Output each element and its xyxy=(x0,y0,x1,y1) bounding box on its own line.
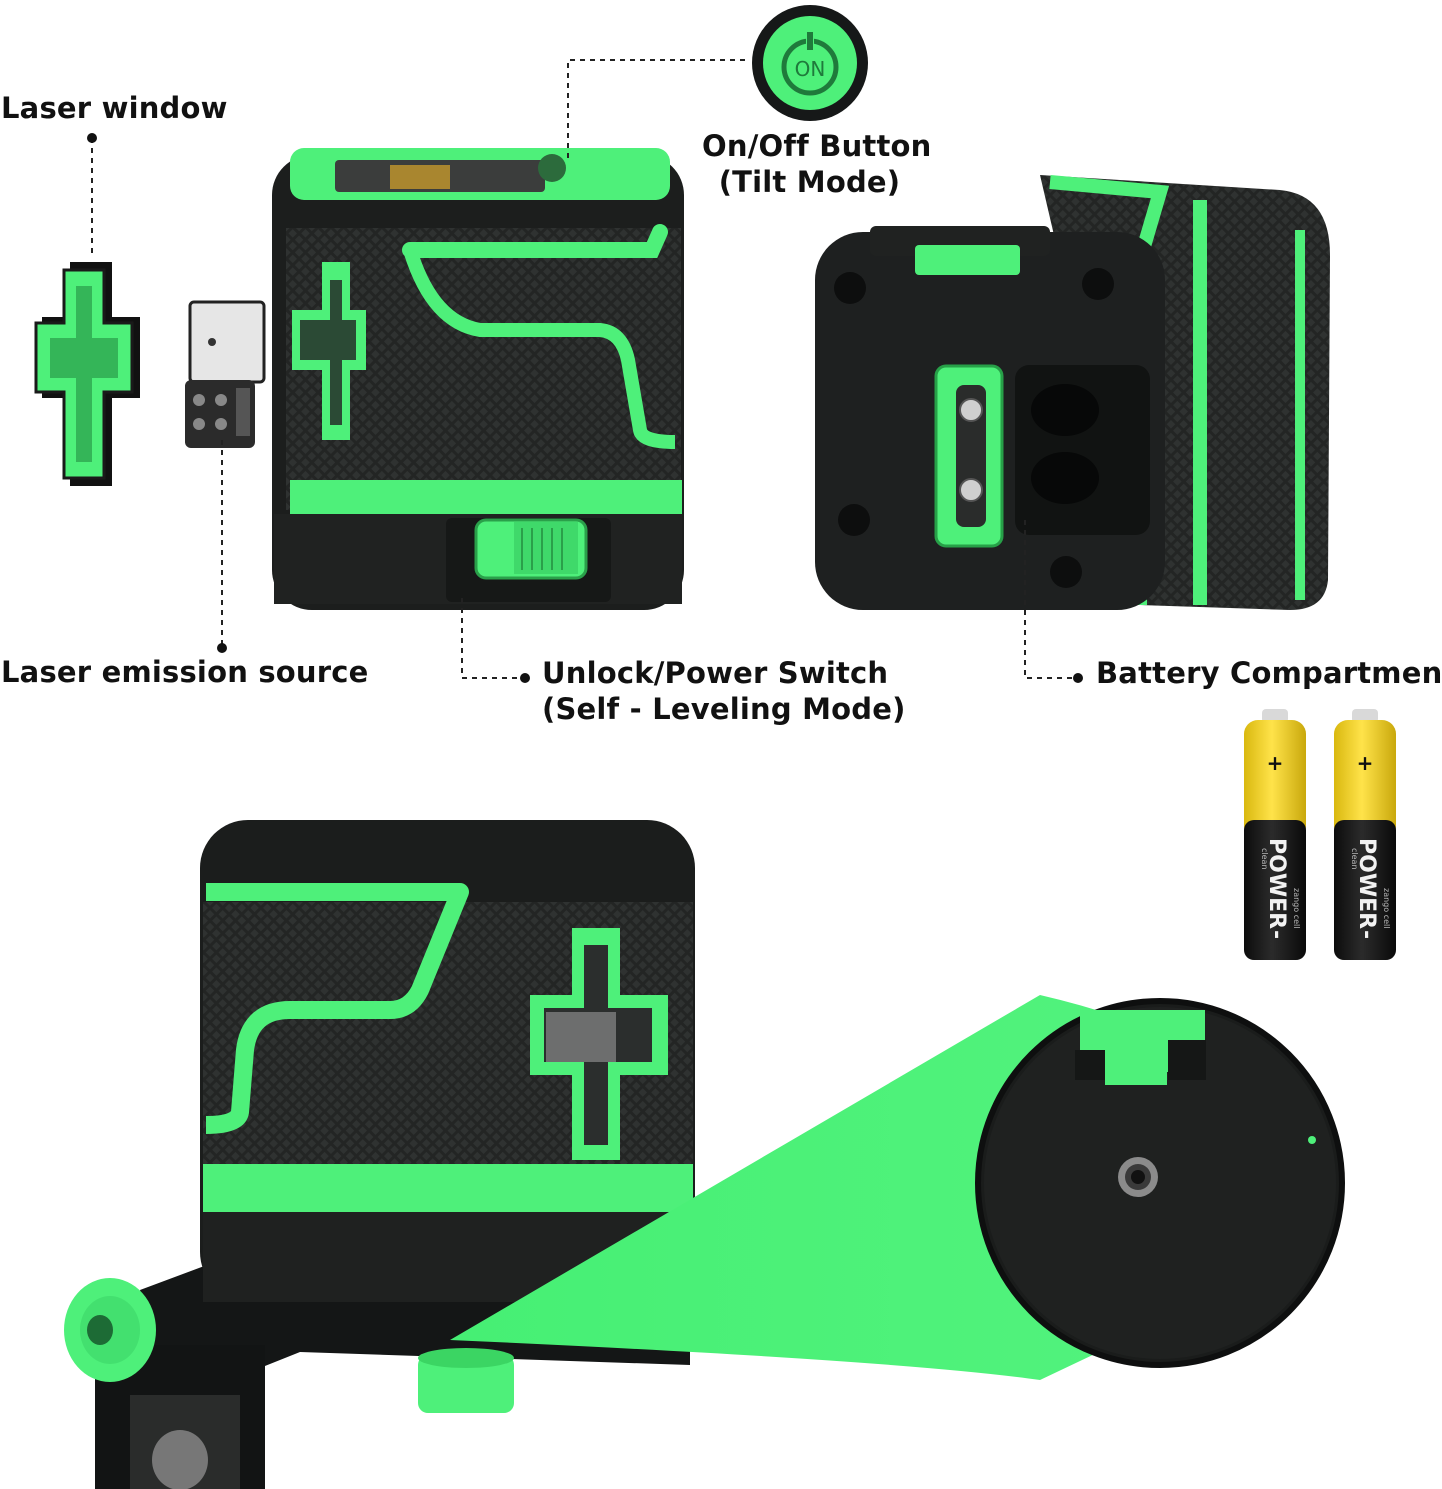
unlock-switch-label: Unlock/Power Switch (Self - Leveling Mod… xyxy=(542,655,906,727)
battery-left-brand: POWER xyxy=(1264,838,1289,929)
laser-emission-module xyxy=(185,300,266,448)
laser-level-battery-view xyxy=(815,175,1330,610)
laser-level-on-bracket xyxy=(64,820,695,1489)
zoom-detail xyxy=(450,995,1345,1380)
laser-level-front xyxy=(272,148,684,610)
unlock-switch-label-line1: Unlock/Power Switch xyxy=(542,656,889,690)
battery-right-small-top: clean xyxy=(1350,848,1359,870)
callout-dots xyxy=(87,133,1083,683)
battery-right-minus: - xyxy=(1354,930,1379,939)
aa-battery-right: + clean POWER zango cell - xyxy=(1334,709,1396,960)
battery-compartment-label: Battery Compartment xyxy=(1096,656,1442,690)
power-button-icon-text: ON xyxy=(795,57,826,81)
battery-right-plus: + xyxy=(1357,751,1374,775)
power-button-label-line2: (Tilt Mode) xyxy=(718,165,901,199)
laser-window-part xyxy=(34,262,140,486)
battery-left-minus: - xyxy=(1264,930,1289,939)
battery-right-small-bottom: zango cell xyxy=(1382,888,1391,928)
laser-window-label: Laser window xyxy=(1,91,228,125)
battery-left-small-top: clean xyxy=(1260,848,1269,870)
power-button-label-line1: On/Off Button xyxy=(702,129,932,163)
laser-emission-source-label: Laser emission source xyxy=(1,655,369,689)
battery-left-small-bottom: zango cell xyxy=(1292,888,1301,928)
power-button-icon: ON xyxy=(752,5,868,121)
battery-left-plus: + xyxy=(1267,751,1284,775)
callout-leaders xyxy=(91,59,1074,679)
power-button-label: On/Off Button (Tilt Mode) xyxy=(702,128,932,200)
battery-right-brand: POWER xyxy=(1354,838,1379,929)
aa-battery-left: + clean POWER zango cell - xyxy=(1244,709,1306,960)
unlock-switch-label-line2: (Self - Leveling Mode) xyxy=(542,692,906,726)
